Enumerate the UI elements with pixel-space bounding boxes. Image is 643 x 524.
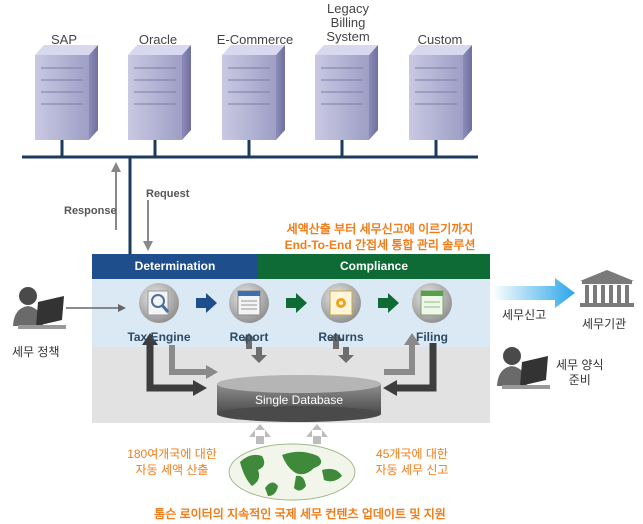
server-label-oracle: Oracle [138,32,178,47]
network-bus [22,140,478,255]
step-arrow-1 [196,293,217,313]
report-document-icon [229,283,269,323]
single-database-icon [217,375,381,422]
server-legacy-icon [315,45,378,140]
filing-out-label: 세무신고 [502,308,547,322]
auto-calc-line-2: 자동 세액 산출 [135,463,209,477]
db-sync-arrows [241,333,354,363]
step-arrow-3 [378,293,399,313]
auto-filing-line-1: 45개국에 대한 [376,447,448,461]
tax-policy-label: 세무 정책 [12,345,60,359]
step-label-returns: Returns [318,330,364,344]
server-label-ecommerce: E-Commerce [216,32,294,47]
response-label: Response [64,205,117,217]
tax-policy-person-icon [13,287,66,329]
tab-compliance: Compliance [339,259,408,273]
response-arrow [111,162,121,230]
right-loop-arrow [395,343,437,392]
headline-line-2: End-To-End 간접세 통합 관리 솔루션 [284,238,476,252]
compliance-bar [258,254,490,279]
auto-calc-line-1: 180여개국에 대한 [127,447,217,461]
request-label: Request [146,188,190,200]
auto-calc-note: 180여개국에 대한 자동 세액 산출 [112,446,232,478]
server-label-sap: SAP [50,32,77,47]
globe-up-arrow-right [306,424,328,437]
server-custom-icon [409,45,472,140]
headline-line-1: 세액산출 부터 세무신고에 이르기까지 [286,222,474,236]
globe-up-arrow-left [249,424,271,437]
bottom-caption: 톰슨 로이터의 지속적인 국제 세무 컨텐츠 업데이트 및 지원 [154,507,446,521]
headline: 세액산출 부터 세무신고에 이르기까지 End-To-End 간접세 통합 관리… [270,221,490,253]
server-oracle-icon [128,45,191,140]
database-label: Single Database [254,393,344,407]
filing-out-arrow [492,278,575,308]
policy-input-arrow [66,304,126,312]
server-sap-icon [35,45,98,140]
filing-envelope-icon [412,283,452,323]
auto-filing-line-2: 자동 세무 신고 [375,463,449,477]
world-map-globe-icon [228,443,356,501]
left-loop-arrow [146,343,195,392]
determination-bar [92,254,258,279]
step-arrow-2 [286,293,307,313]
step-label-tax-engine: Tax Engine [127,330,191,344]
tax-form-prep-label: 세무 양식 준비 [556,358,604,388]
tab-determination: Determination [134,259,216,273]
tax-engine-magnifier-icon [139,283,179,323]
tax-form-prep-line-2: 준비 [568,373,591,387]
tax-authority-label: 세무기관 [582,317,627,331]
returns-gear-icon [321,283,361,323]
server-label-legacy: Legacy Billing System [326,1,370,44]
server-label-custom: Custom [417,32,463,47]
tax-form-prep-line-1: 세무 양식 [556,358,604,372]
request-arrow [143,200,153,251]
server-ecommerce-icon [222,45,285,140]
tax-form-person-icon [497,347,550,389]
step-label-report: Report [229,330,269,344]
auto-filing-note: 45개국에 대한 자동 세무 신고 [352,446,472,478]
tax-authority-building-icon [580,270,634,307]
step-label-filing: Filing [416,330,448,344]
